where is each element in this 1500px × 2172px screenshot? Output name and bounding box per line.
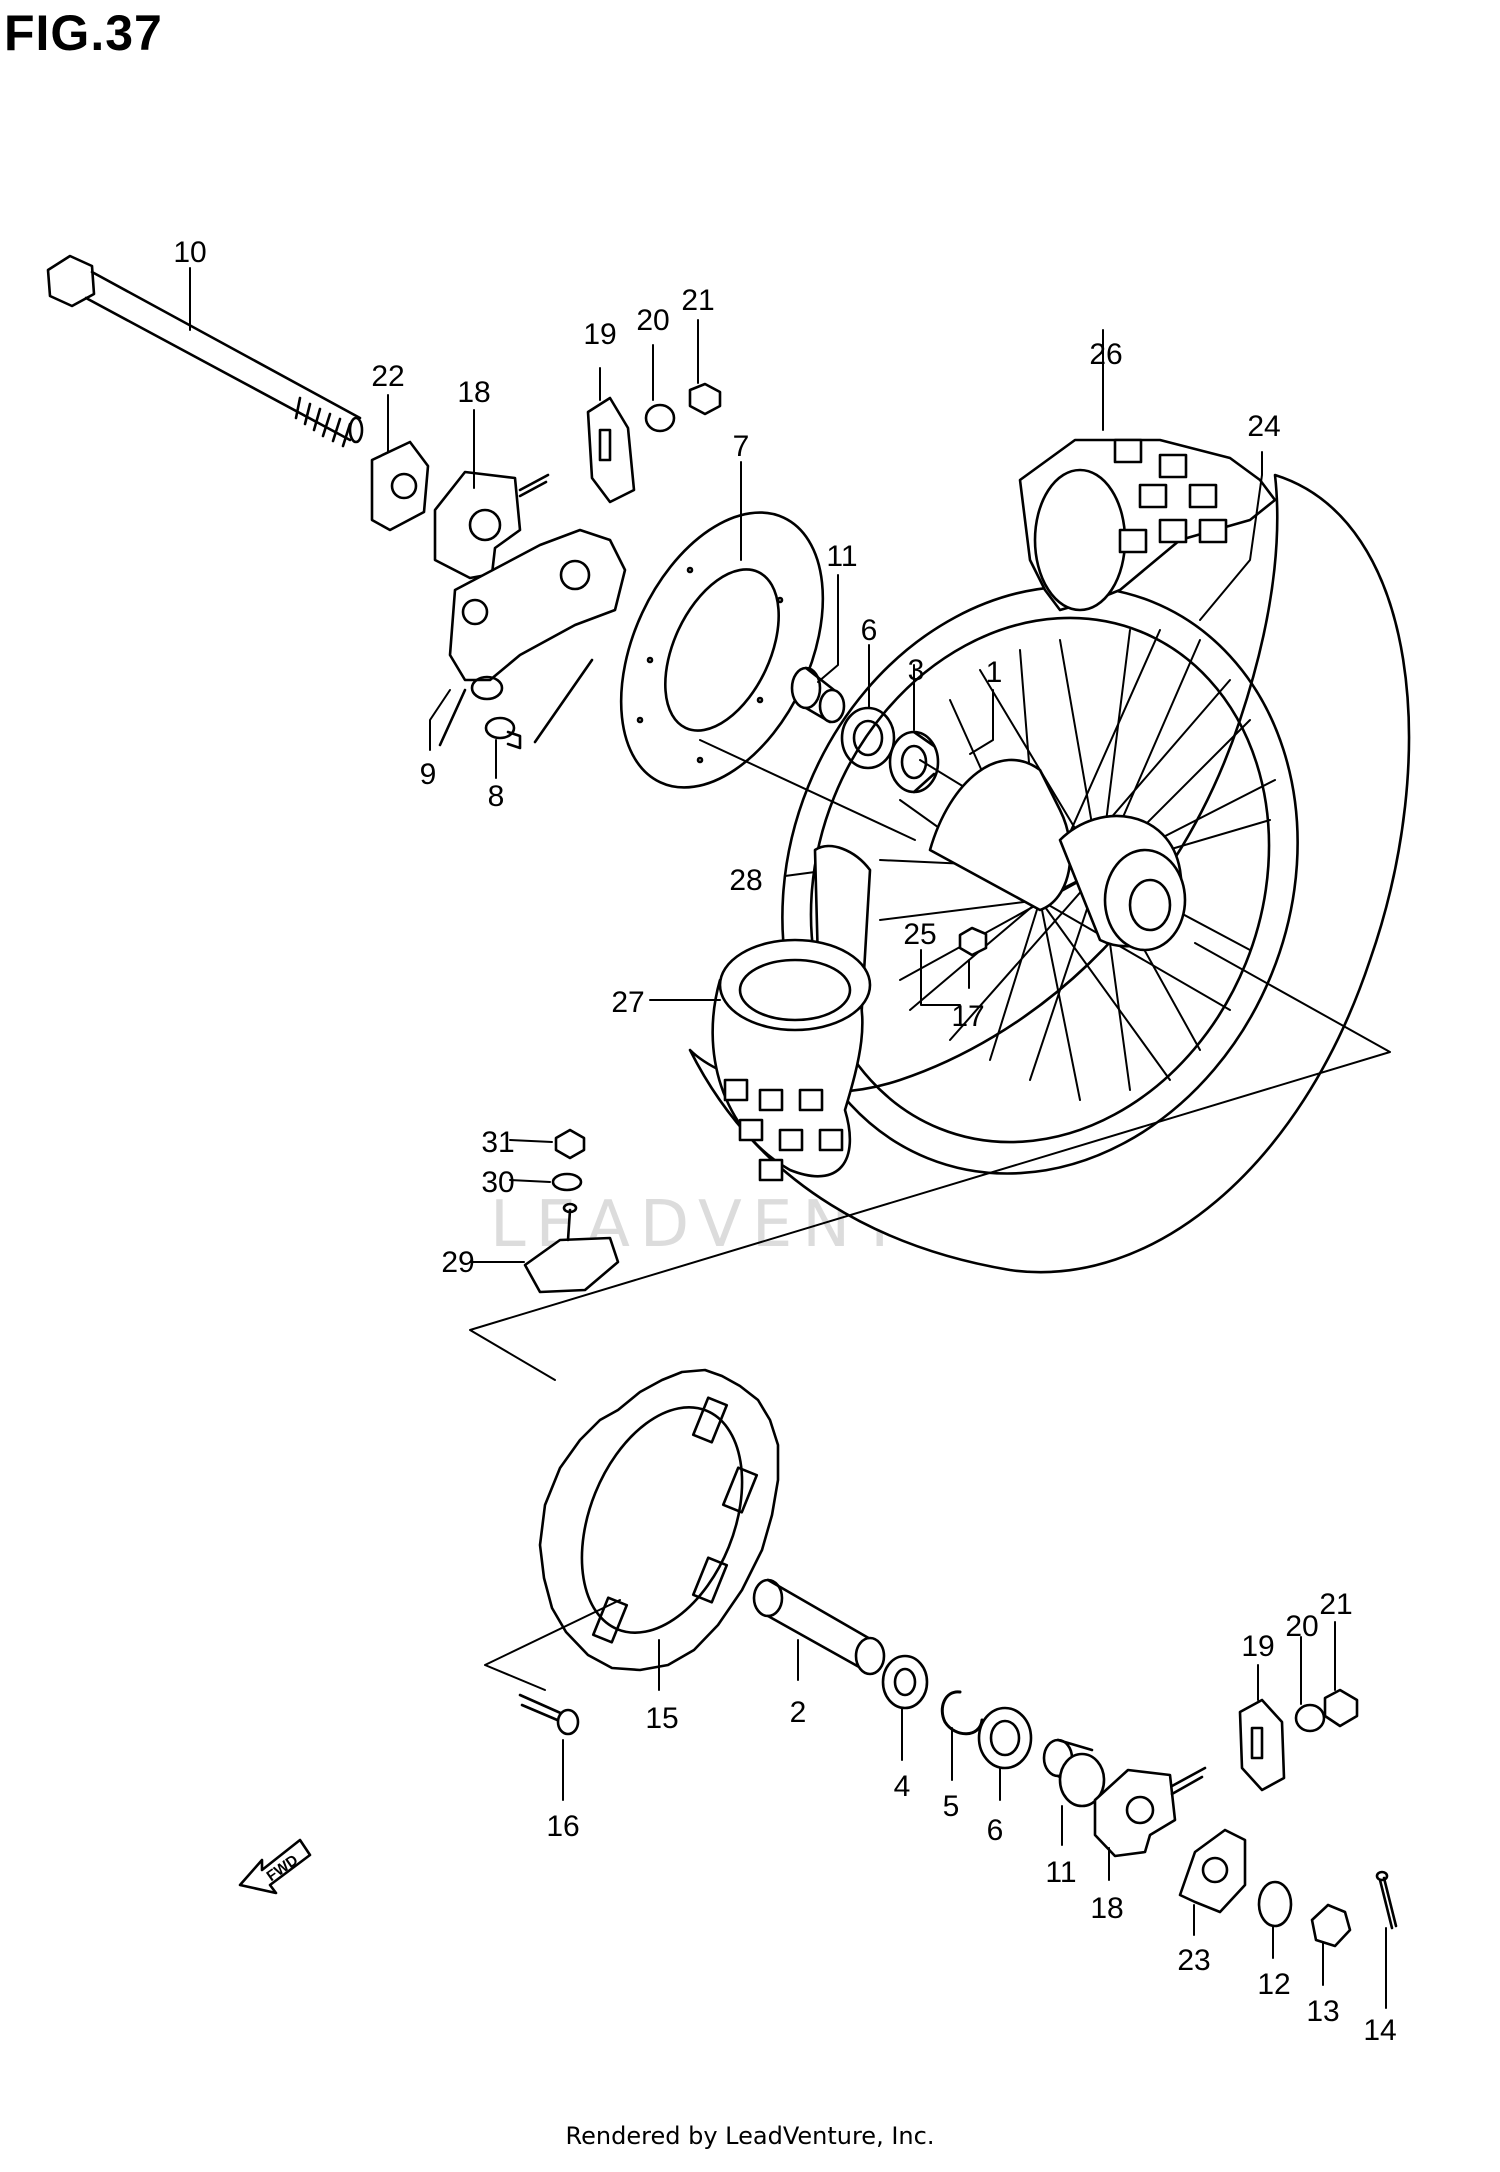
- callout-23: 23: [1177, 1944, 1210, 1977]
- callout-20: 20: [636, 304, 669, 337]
- part-tire-top-knobbed: [1018, 438, 1277, 612]
- callout-9: 9: [420, 758, 437, 791]
- callout-22: 22: [371, 360, 404, 393]
- callout-6-lower: 6: [987, 1814, 1004, 1847]
- part-collar-11-lower: [1042, 1738, 1106, 1808]
- callout-29: 29: [441, 1246, 474, 1279]
- part-washer-top: [644, 403, 676, 433]
- part-bearing-6-lower: [977, 1706, 1033, 1770]
- callout-19-lower: 19: [1241, 1630, 1274, 1663]
- callout-20-lower: 20: [1285, 1610, 1318, 1643]
- part-nipple-nut-17: [958, 926, 988, 957]
- callout-1: 1: [986, 656, 1003, 689]
- part-bolt-8: [484, 658, 594, 750]
- callout-10: 10: [173, 236, 206, 269]
- part-collar-11-upper: [790, 666, 846, 724]
- callout-15: 15: [645, 1702, 678, 1735]
- part-chain-adjuster-lower: [1093, 1766, 1207, 1858]
- callout-27: 27: [611, 986, 644, 1019]
- part-sprocket-bolt: [518, 1693, 580, 1736]
- part-washer-12: [1257, 1880, 1293, 1928]
- part-rim: [781, 585, 1299, 1175]
- part-rim-lock-29: [523, 1202, 620, 1294]
- callout-28: 28: [729, 864, 762, 897]
- part-inner-tube-tire-lower: [711, 938, 872, 1182]
- leader-lines: [189, 267, 1387, 2009]
- part-axle-nut-13: [1310, 1903, 1352, 1948]
- part-chain-adjuster-plate-right: [1178, 1828, 1247, 1914]
- callout-14: 14: [1363, 2014, 1396, 2047]
- callout-24: 24: [1247, 410, 1280, 443]
- part-adjuster-plate-lower: [1238, 1698, 1286, 1792]
- figure-title: FIG.37: [4, 5, 163, 61]
- fwd-arrow-icon: [238, 1838, 312, 1895]
- part-nut-top: [688, 382, 722, 416]
- callout-16: 16: [546, 1810, 579, 1843]
- callout-2: 2: [790, 1696, 807, 1729]
- part-chain-adjuster-plate-left: [370, 440, 430, 532]
- callout-19: 19: [583, 318, 616, 351]
- part-hub-spacer-2: [752, 1578, 886, 1676]
- callout-30: 30: [481, 1166, 514, 1199]
- callout-31: 31: [481, 1126, 514, 1159]
- part-axle: [46, 254, 364, 448]
- callout-13: 13: [1306, 1995, 1339, 2028]
- part-cotter-pin-14: [1375, 1870, 1398, 1930]
- footer-credit: Rendered by LeadVenture, Inc.: [565, 2122, 935, 2150]
- part-bearing-4: [881, 1654, 929, 1710]
- part-valve-washer-30: [551, 1172, 583, 1192]
- callout-21-lower: 21: [1319, 1588, 1352, 1621]
- part-caliper-bracket: [438, 528, 627, 747]
- callout-8: 8: [488, 780, 505, 813]
- callout-12: 12: [1257, 1968, 1290, 2001]
- assembly-line-sprocket: [484, 1599, 621, 1691]
- part-rear-sprocket: [538, 1368, 780, 1672]
- callout-3: 3: [908, 654, 925, 687]
- assembly-line-diagonal: [469, 739, 1391, 1381]
- part-washer-lower: [1294, 1703, 1326, 1733]
- callout-11-lower: 11: [1045, 1856, 1076, 1889]
- callout-7: 7: [733, 430, 750, 463]
- callout-21: 21: [681, 284, 714, 317]
- callout-26: 26: [1089, 338, 1122, 371]
- callout-5: 5: [943, 1790, 960, 1823]
- callout-17: 17: [951, 1000, 984, 1033]
- part-chain-adjuster-upper: [433, 470, 550, 580]
- part-adjuster-plate-top: [586, 396, 636, 504]
- part-brake-disc: [619, 511, 825, 789]
- callout-18: 18: [457, 376, 490, 409]
- part-circlip-5: [940, 1690, 984, 1736]
- part-nut-lower: [1323, 1688, 1359, 1728]
- callout-11: 11: [826, 540, 857, 573]
- callout-6: 6: [861, 614, 878, 647]
- callout-labels: 10 22 18 19 20 21 7 26 24 11 6 3 1 9 8 2…: [173, 236, 1396, 2047]
- callout-18-lower: 18: [1090, 1892, 1123, 1925]
- part-valve-nut-31: [554, 1128, 586, 1160]
- part-bearing-6-upper: [840, 706, 896, 770]
- part-hub: [928, 758, 1187, 952]
- part-bearing-3: [888, 730, 940, 794]
- callout-25: 25: [903, 918, 936, 951]
- callout-4: 4: [894, 1770, 911, 1803]
